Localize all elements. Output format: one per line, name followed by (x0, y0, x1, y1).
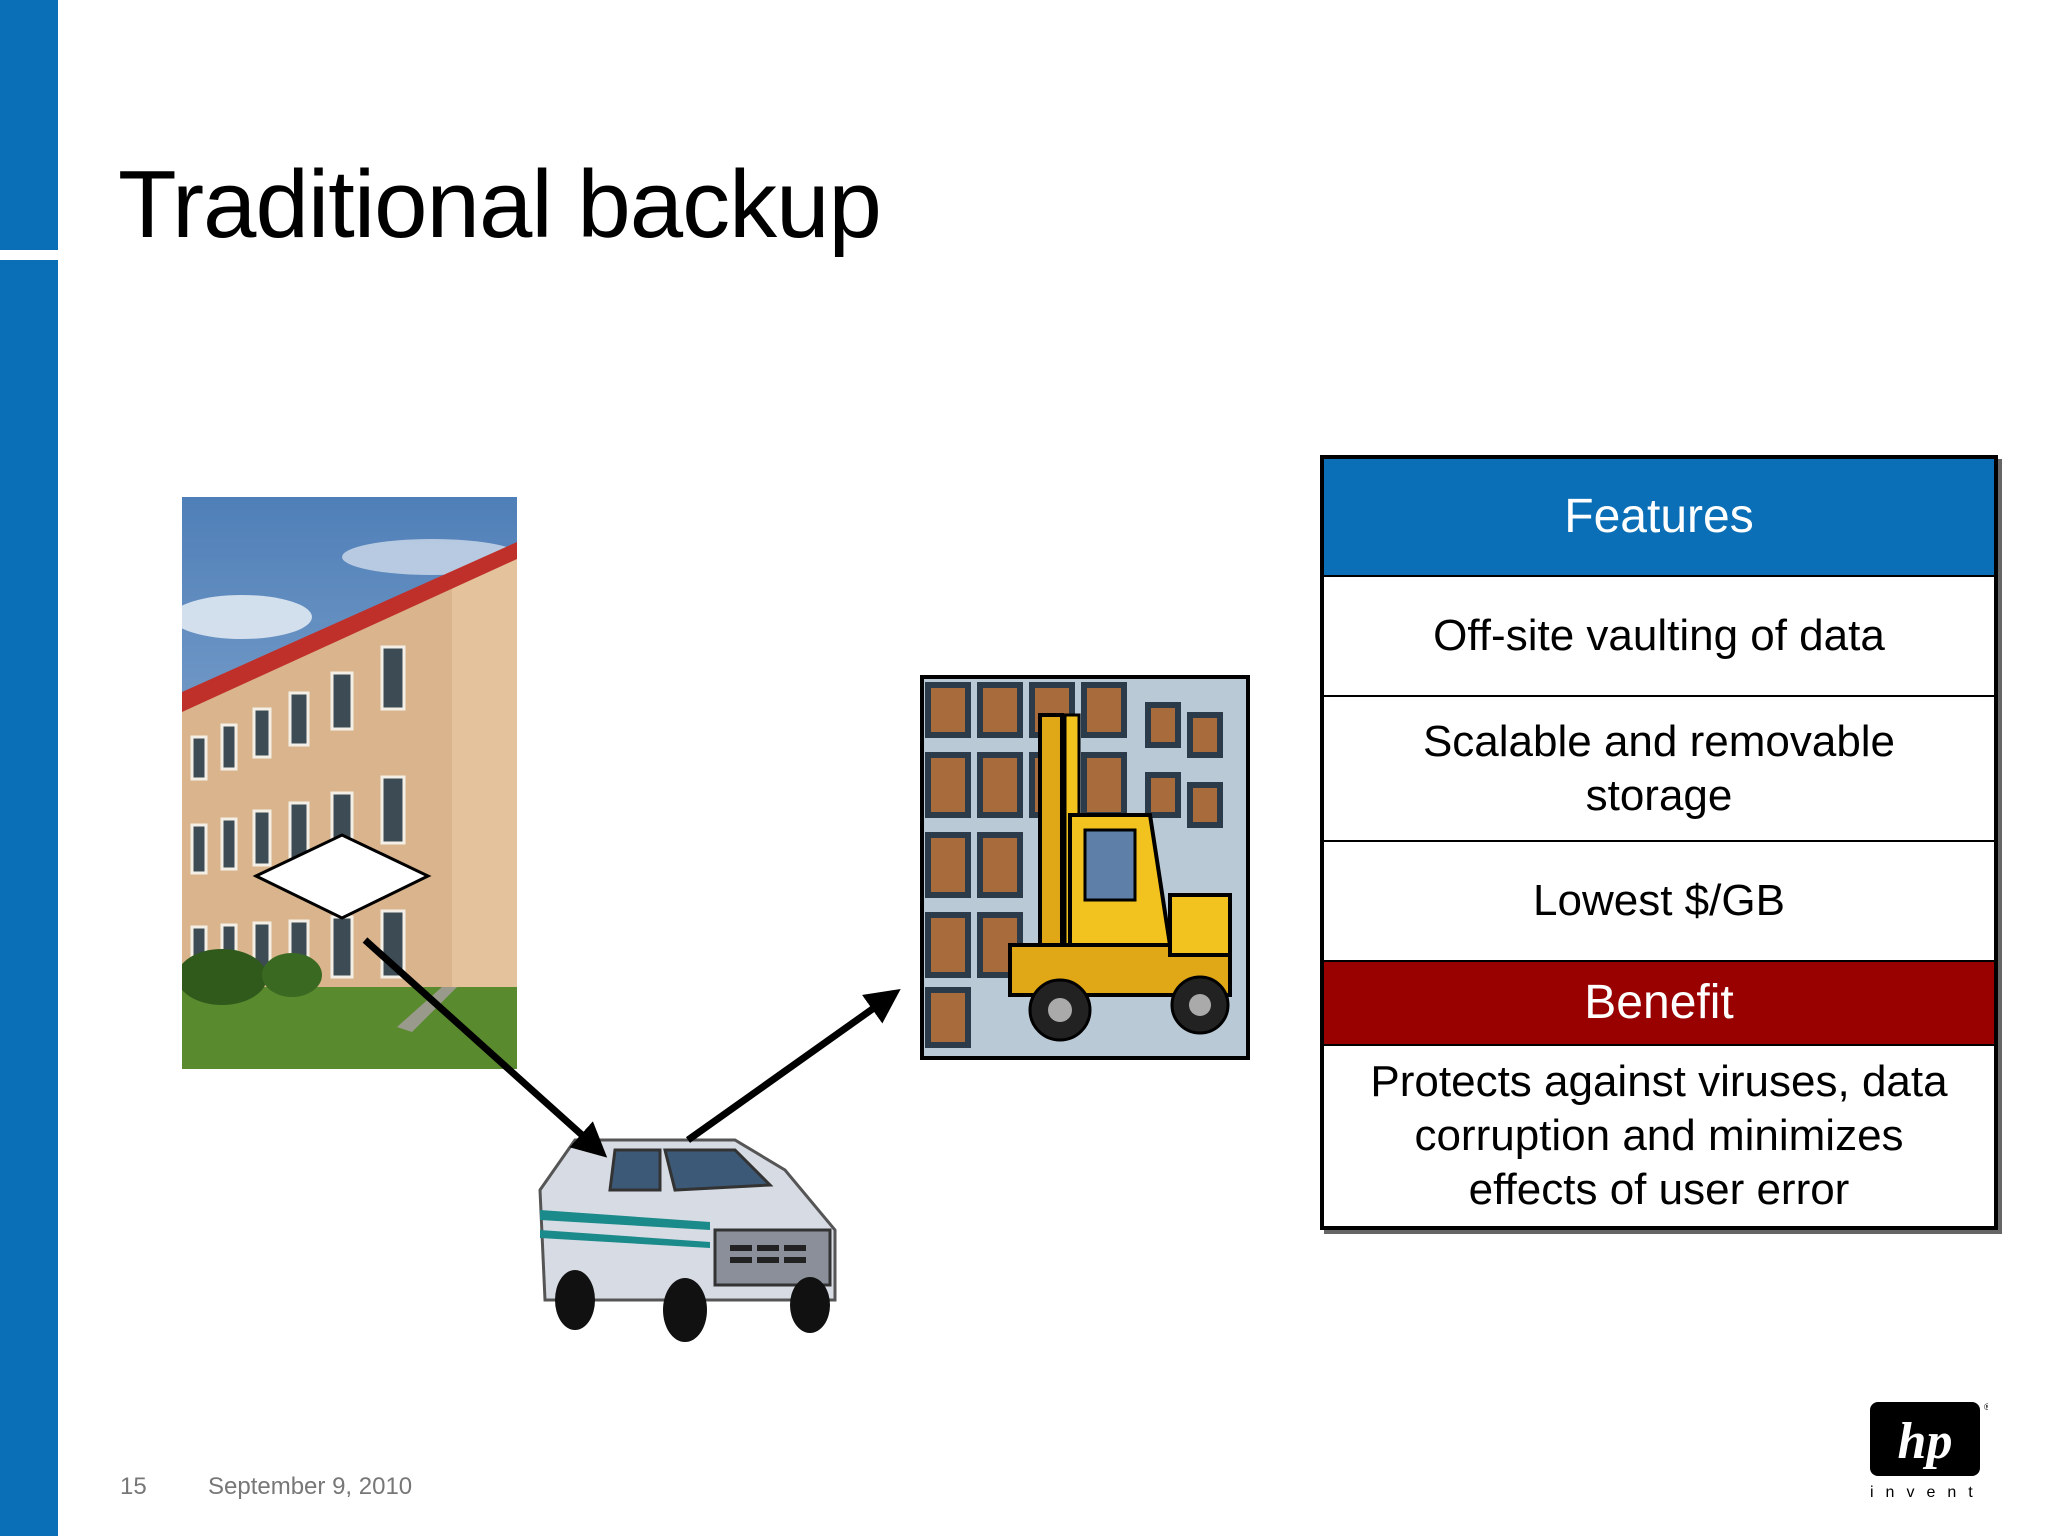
page-number: 15 (120, 1473, 147, 1500)
benefit-row: Protects against viruses, data corruptio… (1370, 1057, 1948, 1214)
feature-row: Scalable and removable storage (1324, 697, 1994, 842)
left-accent-bar (0, 0, 58, 1536)
warehouse-forklift-icon (920, 675, 1250, 1060)
feature-row: Off-site vaulting of data (1324, 577, 1994, 697)
benefit-header: Benefit (1324, 962, 1994, 1046)
slide-date: September 9, 2010 (208, 1473, 413, 1500)
left-bar-divider (0, 250, 58, 260)
feature-row: Lowest $/GB (1324, 842, 1994, 962)
hp-tagline: invent (1870, 1484, 1985, 1501)
hp-logo: hp ® (1870, 1402, 1988, 1476)
svg-text:®: ® (1984, 1402, 1988, 1412)
delivery-van-icon (538, 1138, 837, 1342)
features-header: Features (1324, 459, 1994, 577)
svg-text:hp: hp (1898, 1413, 1953, 1470)
features-benefit-table: Features Off-site vaulting of data Scala… (1320, 455, 1998, 1230)
office-building-photo (182, 497, 517, 1069)
slide-title: Traditional backup (118, 151, 882, 258)
